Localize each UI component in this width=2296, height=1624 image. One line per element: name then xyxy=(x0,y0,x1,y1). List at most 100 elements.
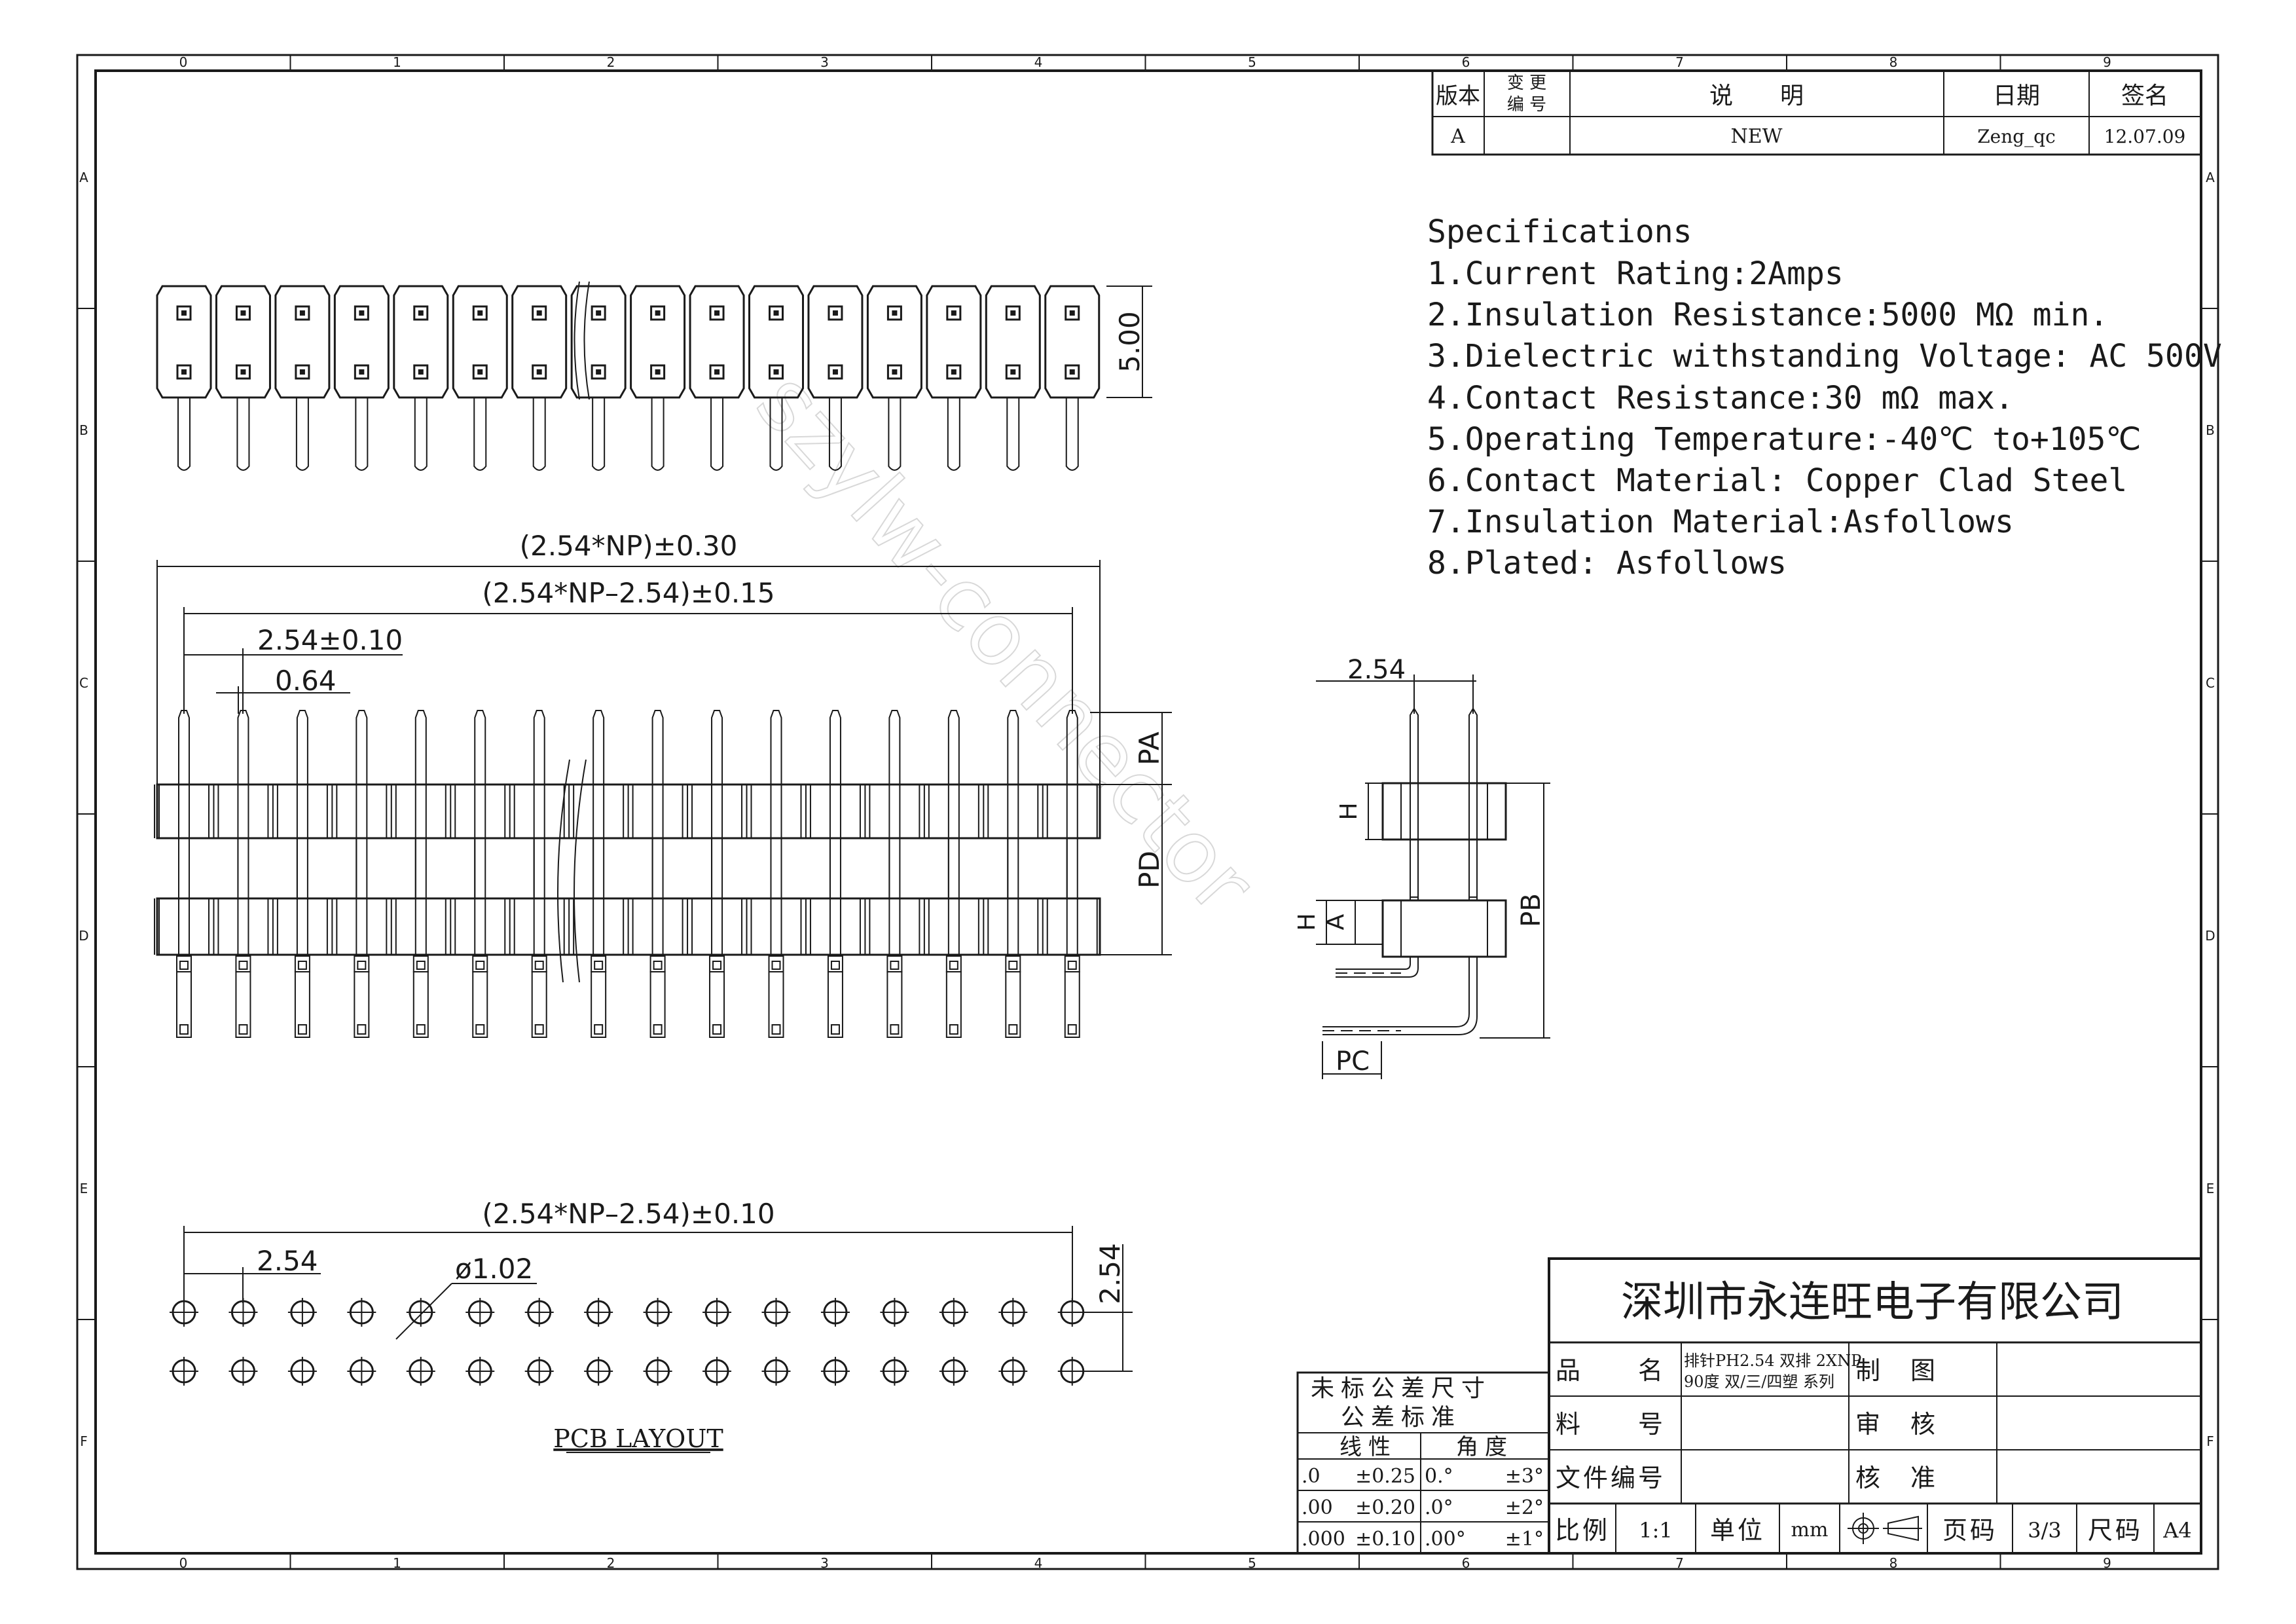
front-dimensions: (2.54*NP)±0.30 (2.54*NP–2.54)±0.15 2.54±… xyxy=(156,530,1172,955)
dim-pa: PA xyxy=(1133,731,1165,766)
front-pin-body xyxy=(829,710,841,957)
pcb-hole xyxy=(761,1357,791,1386)
tol-r1-lin: .0 xyxy=(1302,1465,1321,1488)
front-pin-end xyxy=(297,961,307,970)
part-no-label: 料 号 xyxy=(1556,1410,1666,1439)
top-pin-tail xyxy=(651,397,665,471)
tol-r3-lin: .000 xyxy=(1302,1528,1345,1551)
dim-pitch: 2.54±0.10 xyxy=(257,624,403,656)
grid-col-label: 7 xyxy=(1675,1555,1684,1571)
top-cell-outline xyxy=(1044,285,1101,399)
top-pin-square xyxy=(591,364,606,380)
front-pin xyxy=(450,710,506,1038)
top-view-cell xyxy=(511,285,568,471)
grid-col-label: 3 xyxy=(820,1555,829,1571)
top-pin-square xyxy=(354,305,369,321)
top-pin-dot xyxy=(240,369,246,375)
top-view-cell xyxy=(333,285,390,471)
rev-version: A xyxy=(1450,125,1465,148)
top-pin-dot xyxy=(477,310,483,316)
front-pin xyxy=(509,710,565,1038)
top-pin-square xyxy=(1065,305,1080,321)
checked-label: 审 核 xyxy=(1855,1410,1938,1439)
grid-row-label: B xyxy=(2206,422,2215,438)
front-pin-end xyxy=(712,1024,722,1035)
front-pin xyxy=(568,710,625,1038)
grid-row-label: E xyxy=(80,1181,88,1196)
dim-pc: PC xyxy=(1336,1046,1370,1077)
size-value: A4 xyxy=(2162,1518,2191,1543)
front-pin-body xyxy=(474,710,486,957)
top-pin-dot xyxy=(1069,369,1075,375)
tol-r2-ang: .0° xyxy=(1425,1496,1453,1519)
top-pin-dot xyxy=(892,369,898,375)
product-line-2: 90度 双/三/四塑 系列 xyxy=(1684,1373,1834,1391)
top-pin-square xyxy=(946,305,962,321)
side-pin-bent-lower xyxy=(1322,957,1478,1035)
top-view-cell xyxy=(926,285,982,471)
pcb-layout xyxy=(170,1298,1087,1386)
front-pin-end xyxy=(475,1024,485,1035)
grid-row-label: C xyxy=(2206,675,2215,691)
grid-col-label: 6 xyxy=(1462,1555,1470,1571)
side-view: 2.54 H H A PB xyxy=(1294,655,1550,1079)
grid-row-label: C xyxy=(79,675,88,691)
grid-col-label: 2 xyxy=(607,1555,615,1571)
doc-no-label: 文件编号 xyxy=(1556,1464,1666,1492)
pcb-hole xyxy=(170,1357,198,1386)
pcb-hole xyxy=(465,1298,495,1327)
top-pin-tail xyxy=(828,397,842,471)
pcb-hole xyxy=(939,1357,968,1386)
grid-col-label: 4 xyxy=(1034,54,1043,70)
grid-col-label: 1 xyxy=(393,54,401,70)
tol-title-2: 公差标准 xyxy=(1341,1404,1461,1431)
top-pin-square xyxy=(886,364,902,380)
pcb-hole xyxy=(347,1357,376,1386)
front-pin-tail xyxy=(827,971,843,1038)
approved-label: 核 准 xyxy=(1855,1464,1938,1492)
dim-h-lower: H xyxy=(1294,913,1321,931)
top-pin-tail xyxy=(473,397,487,471)
front-pin-tail xyxy=(235,971,251,1038)
top-pin-square xyxy=(176,364,192,380)
grid-col-label: 7 xyxy=(1675,54,1684,70)
front-pin-tail xyxy=(945,971,962,1038)
top-pin-dot xyxy=(951,369,957,375)
grid-row-label: F xyxy=(2206,1433,2214,1449)
pcb-hole xyxy=(524,1357,554,1386)
top-view-cell xyxy=(630,285,686,471)
front-pin xyxy=(627,710,683,1038)
dim-side-pitch: 2.54 xyxy=(1347,655,1406,685)
top-pin-square xyxy=(591,305,606,321)
top-pin-square xyxy=(650,305,666,321)
front-pin-body xyxy=(533,710,545,957)
pcb-layout-label: PCB LAYOUT xyxy=(553,1424,723,1453)
top-pin-square xyxy=(472,305,488,321)
top-cell-outline xyxy=(807,285,864,399)
grid-col-label: 0 xyxy=(179,1555,188,1571)
top-pin-dot xyxy=(596,310,602,316)
top-pin-dot xyxy=(655,369,661,375)
front-pin-tail xyxy=(176,971,192,1038)
watermark: szylw-connector xyxy=(738,353,1273,932)
top-pin-tail xyxy=(592,397,606,471)
tol-col-angle: 角度 xyxy=(1456,1434,1514,1460)
top-view-cell xyxy=(393,285,449,471)
top-pin-tail xyxy=(414,397,428,471)
front-pin-end xyxy=(830,961,840,970)
top-cell-outline xyxy=(274,285,331,399)
pcb-hole xyxy=(406,1298,435,1327)
top-pin-dot xyxy=(181,369,187,375)
top-pin-square xyxy=(472,364,488,380)
top-view-cell xyxy=(570,285,627,471)
top-pin-tail xyxy=(236,397,250,471)
top-view-cell xyxy=(215,285,271,471)
grid-col-label: 1 xyxy=(393,1555,401,1571)
front-pin-end xyxy=(890,961,900,970)
front-pin-end xyxy=(179,961,189,970)
top-pin-dot xyxy=(1010,310,1016,316)
rev-signature: 12.07.09 xyxy=(2104,126,2186,147)
drawn-label: 制 图 xyxy=(1855,1356,1938,1385)
grid-row-label: F xyxy=(80,1433,88,1449)
dim-overall-length: (2.54*NP)±0.30 xyxy=(520,530,738,562)
